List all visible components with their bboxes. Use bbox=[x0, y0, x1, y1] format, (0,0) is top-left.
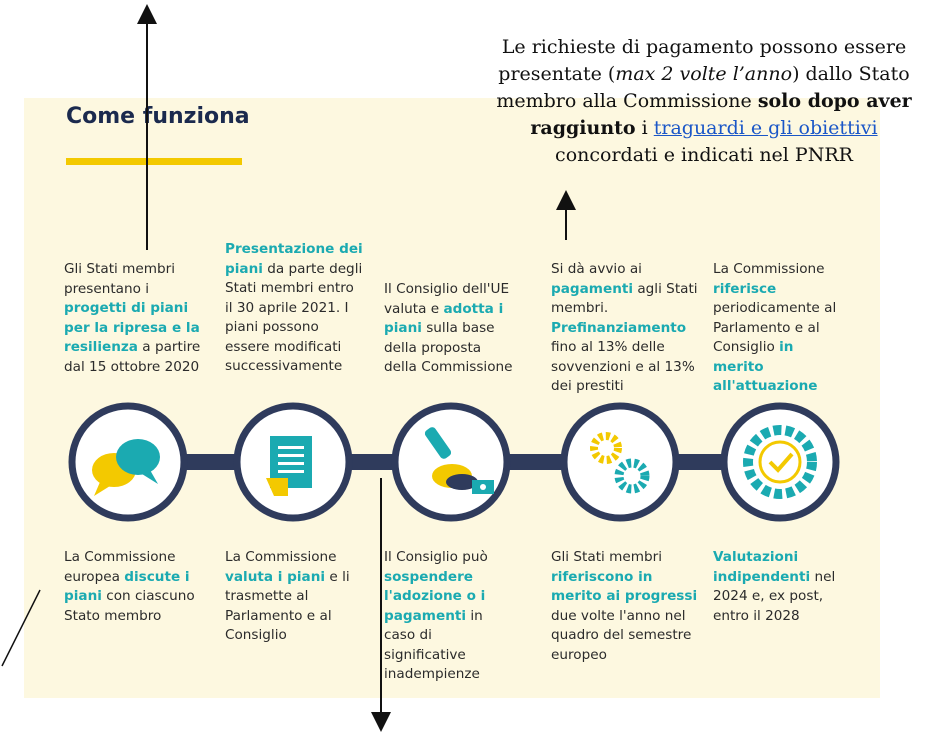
top-step-3-highlight: adotta i piani bbox=[384, 300, 504, 337]
bottom-step-3-pre: Il Consiglio può bbox=[384, 549, 488, 565]
top-step-5-highlight: riferisce bbox=[713, 280, 777, 297]
step-circle-5 bbox=[720, 402, 840, 522]
stamp-icon bbox=[424, 427, 494, 494]
bottom-step-4-pre: Gli Stati membri bbox=[551, 549, 662, 565]
top-step-5: La Commissione riferisce periodicamente … bbox=[713, 260, 843, 397]
bottom-step-4-highlight: riferiscono in merito ai progressi bbox=[551, 568, 698, 605]
top-step-3-pre: Il Consiglio dell'UE valuta e bbox=[384, 281, 510, 317]
bottom-step-3-post: in caso di significative inadempienze bbox=[384, 607, 483, 683]
top-step-2-highlight: Presentazione dei piani bbox=[225, 241, 363, 277]
top-step-5-highlight-2: in merito all'attuazione bbox=[713, 339, 818, 394]
top-step-4-highlight: pagamenti bbox=[551, 280, 634, 297]
bottom-step-4-post: due volte l'anno nel quadro del semestre… bbox=[551, 607, 692, 663]
step-circle-4 bbox=[560, 402, 680, 522]
top-step-5-post: periodicamente al Parlamento e al Consig… bbox=[713, 300, 837, 355]
top-step-4-post-2: fino al 13% delle sovvenzioni e al 13% d… bbox=[551, 339, 695, 394]
top-step-3: Il Consiglio dell'UE valuta e adotta i p… bbox=[384, 280, 514, 378]
top-step-4-highlight-2: Prefinanziamento bbox=[551, 319, 687, 336]
top-step-2: Presentazione dei piani da parte degli S… bbox=[225, 240, 365, 377]
bottom-step-4: Gli Stati membri riferiscono in merito a… bbox=[551, 548, 701, 665]
bottom-step-2-post: e li trasmette al Parlamento e al Consig… bbox=[225, 568, 350, 644]
bottom-step-1-post: con ciascuno Stato membro bbox=[64, 588, 195, 624]
bottom-step-5-post: nel 2024 e, ex post, entro il 2028 bbox=[713, 568, 836, 624]
bottom-step-2: La Commissione valuta i piani e li trasm… bbox=[225, 548, 363, 646]
note-text-3: i bbox=[635, 117, 654, 139]
title-underline bbox=[66, 158, 242, 165]
payment-note: Le richieste di pagamento possono essere… bbox=[478, 34, 930, 169]
note-text-4: concordati e indicati nel PNRR bbox=[555, 144, 853, 166]
infographic-title: Come funziona bbox=[66, 104, 250, 129]
top-step-1-pre: Gli Stati membri presentano i bbox=[64, 261, 175, 297]
bottom-step-5: Valutazioni indipendenti nel 2024 e, ex … bbox=[713, 548, 853, 626]
gears-icon bbox=[590, 432, 650, 494]
note-italic: max 2 volte l’anno bbox=[615, 63, 793, 85]
bottom-step-2-pre: La Commissione bbox=[225, 549, 337, 565]
bottom-step-3: Il Consiglio può sospendere l'adozione o… bbox=[384, 548, 514, 685]
bottom-step-1-highlight: discute i piani bbox=[64, 568, 190, 605]
speech-bubbles-icon bbox=[92, 439, 160, 496]
top-step-3-post: sulla base della proposta della Commissi… bbox=[384, 320, 513, 375]
bottom-step-1-pre: La Commissione europea bbox=[64, 549, 176, 585]
note-bold: solo dopo aver raggiunto bbox=[530, 90, 912, 139]
top-step-1: Gli Stati membri presentano i progetti d… bbox=[64, 260, 204, 377]
bottom-step-3-highlight: sospendere l'adozione o i pagamenti bbox=[384, 568, 486, 624]
note-text-1: Le richieste di pagamento possono essere… bbox=[498, 36, 907, 85]
bottom-step-2-highlight: valuta i piani bbox=[225, 568, 326, 585]
top-step-4-pre: Si dà avvio ai bbox=[551, 261, 642, 277]
checkmark-badge-icon bbox=[743, 425, 817, 499]
step-circle-3 bbox=[391, 402, 511, 522]
top-step-4: Si dà avvio ai pagamenti agli Stati memb… bbox=[551, 260, 701, 397]
top-step-4-post: agli Stati membri. bbox=[551, 280, 698, 317]
bottom-step-1: La Commissione europea discute i piani c… bbox=[64, 548, 202, 626]
document-icon bbox=[266, 436, 312, 496]
top-step-2-post: da parte degli Stati membri entro il 30 … bbox=[225, 260, 363, 375]
top-step-5-pre: La Commissione bbox=[713, 261, 825, 277]
bottom-step-5-highlight: Valutazioni indipendenti bbox=[713, 549, 811, 585]
pointer-line-left bbox=[1, 589, 41, 667]
top-step-1-highlight: progetti di piani per la ripresa e la re… bbox=[64, 300, 200, 355]
top-step-1-post: a partire dal 15 ottobre 2020 bbox=[64, 339, 201, 375]
milestones-link[interactable]: traguardi e gli obiettivi bbox=[653, 117, 878, 139]
infographic-panel bbox=[24, 98, 880, 698]
note-text-2: ) dallo Stato membro alla Commissione bbox=[496, 63, 910, 112]
